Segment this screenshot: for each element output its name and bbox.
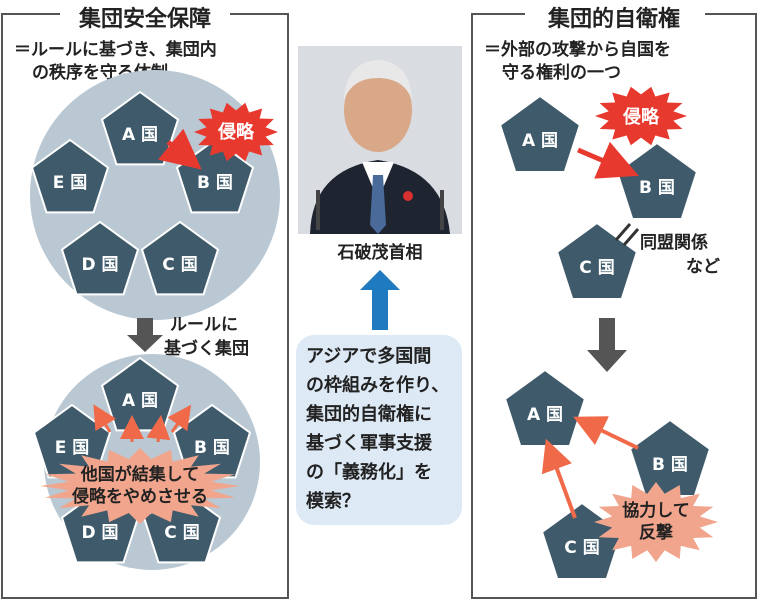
alliance-mark — [614, 223, 632, 241]
burst-left-line-1: 他国が結集して — [80, 464, 200, 485]
right-top-nation-a-label: A 国 — [522, 131, 558, 151]
invasion-arrow-left — [157, 128, 202, 170]
right-subtitle-line-2: 守る権利の一つ — [502, 62, 621, 83]
right-bottom-nation-a-label: A 国 — [527, 405, 563, 425]
left-subtitle-line-1: ＝ルールに基づき、集団内 — [14, 39, 217, 60]
counterattack-burst — [594, 482, 718, 562]
left-top-nation-c-pentagon — [140, 220, 220, 296]
down-arrow-left — [127, 318, 163, 352]
counterattack-arrow-b — [573, 416, 639, 450]
invasion-burst-right — [595, 86, 687, 146]
right-subtitle-line-1: ＝外部の攻撃から自国を — [484, 39, 671, 60]
burst-right-line-2: 反撃 — [639, 522, 673, 543]
bubble-line-3: 集団的自衛権に — [305, 403, 432, 425]
bubble-line-2: の枠組みを作り、 — [306, 374, 449, 396]
left-bottom-nation-e-label: E 国 — [55, 438, 90, 458]
photo-caption: 石破茂首相 — [337, 242, 423, 263]
left-top-nation-a-label: A 国 — [122, 125, 158, 145]
rule-label-line-1: ルールに — [170, 315, 238, 335]
left-bottom-nation-d-label: D 国 — [81, 523, 118, 543]
bubble-line-6: 模索？ — [306, 490, 360, 512]
right-top-nation-b-label: B 国 — [639, 178, 675, 198]
right-bottom-nation-b-label: B 国 — [652, 455, 688, 475]
left-bottom-nation-a-label: A 国 — [122, 391, 158, 411]
left-top-nation-e-label: E 国 — [53, 173, 88, 193]
right-panel-title: 集団的自衛権 — [547, 6, 680, 32]
burst-left-line-2: 侵略をやめさせる — [71, 486, 208, 507]
invasion-label-left: 侵略 — [217, 121, 255, 143]
right-top-nation-a-pentagon — [498, 94, 582, 173]
right-top-nation-c-pentagon — [555, 221, 639, 300]
left-panel-title: 集団安全保障 — [78, 6, 211, 32]
speech-bubble — [296, 335, 462, 525]
left-top-nation-e-pentagon — [30, 138, 110, 214]
up-arrow-blue — [360, 270, 400, 330]
invasion-arrow-right — [577, 141, 639, 179]
bubble-line-4: 基づく軍事支援 — [305, 432, 433, 454]
invasion-label-right: 侵略 — [622, 106, 660, 128]
bubble-line-5: の「義務化」を — [306, 461, 432, 483]
down-arrow-right — [587, 318, 627, 372]
left-top-nation-d-label: D 国 — [81, 255, 118, 275]
bubble-line-1: アジアで多国間 — [306, 345, 431, 367]
left-bottom-nation-c-label: C 国 — [164, 523, 199, 543]
invasion-burst-left — [194, 102, 278, 162]
left-top-nation-c-label: C 国 — [162, 255, 197, 275]
prime-minister-photo — [298, 46, 462, 234]
left-top-nation-b-label: B 国 — [197, 173, 233, 193]
left-top-nation-d-pentagon — [60, 220, 140, 296]
right-top-nation-c-label: C 国 — [579, 258, 614, 278]
burst-right-line-1: 協力して — [622, 500, 690, 521]
left-bottom-nation-b-label: B 国 — [194, 438, 230, 458]
right-bottom-nation-c-label: C 国 — [564, 538, 599, 558]
cooperation-burst-left — [40, 448, 240, 524]
counterattack-arrow-c — [541, 438, 577, 519]
alliance-label-line-1: 同盟関係 — [640, 232, 708, 253]
rule-label-line-2: 基づく集団 — [163, 338, 249, 359]
alliance-label-line-2: など — [686, 257, 720, 277]
